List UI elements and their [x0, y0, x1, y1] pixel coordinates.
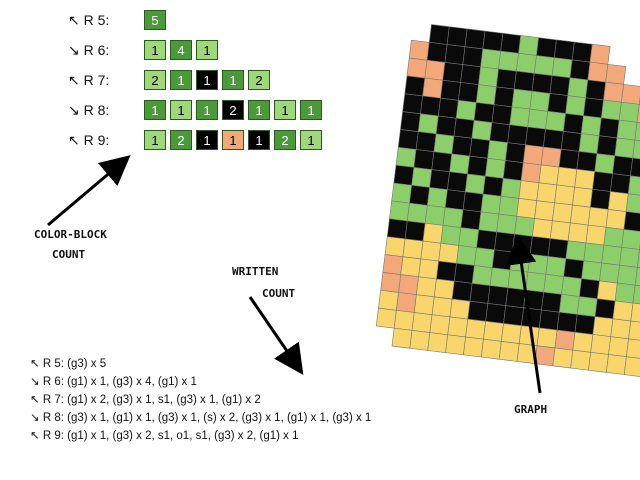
graph-cell: [634, 267, 640, 288]
block-row-label: ↘ R 8:: [68, 102, 110, 118]
block-row-label: ↖ R 5:: [68, 12, 110, 28]
block-cell: 1: [196, 70, 218, 90]
block-cell: 1: [170, 70, 192, 90]
block-cell: 5: [144, 10, 166, 30]
block-cell: 2: [222, 100, 244, 120]
written-line: ↖ R 9: (g1) x 1, (g3) x 2, s1, o1, s1, (…: [30, 430, 299, 442]
written-line: ↖ R 7: (g1) x 2, (g3) x 1, s1, (g3) x 1,…: [30, 394, 261, 406]
written-line: ↘ R 6: (g1) x 1, (g3) x 4, (g1) x 1: [30, 376, 197, 388]
block-cell: 1: [196, 130, 218, 150]
block-row-label: ↘ R 6:: [68, 42, 110, 58]
graph-cell: [637, 249, 640, 270]
block-row-label: ↖ R 7:: [68, 72, 110, 88]
graph-grid: [375, 24, 640, 378]
arrow-to-graph: [506, 234, 542, 394]
block-cell: 1: [274, 100, 296, 120]
arrow-to-written-count: [248, 296, 304, 375]
graph-cell: [636, 104, 640, 125]
block-cell: 4: [170, 40, 192, 60]
arrow-to-color-block: [47, 155, 131, 227]
block-cell: 1: [196, 40, 218, 60]
graph-cell: [623, 356, 640, 378]
block-cell: 1: [222, 70, 244, 90]
block-cell: 1: [248, 100, 270, 120]
block-cell: 2: [248, 70, 270, 90]
block-cell: 2: [170, 130, 192, 150]
graph-cell: [632, 284, 640, 306]
block-cell: 1: [300, 100, 322, 120]
block-cell: 1: [170, 100, 192, 120]
block-cell: 1: [144, 130, 166, 150]
written-line: ↘ R 8: (g3) x 1, (g1) x 1, (g3) x 1, (s)…: [30, 412, 372, 424]
block-cell: 1: [144, 40, 166, 60]
block-cell: 1: [144, 100, 166, 120]
block-cell: 1: [196, 100, 218, 120]
written-line: ↖ R 5: (g3) x 5: [30, 358, 107, 370]
block-cell: 1: [300, 130, 322, 150]
block-cell: 1: [248, 130, 270, 150]
block-cell: 1: [222, 130, 244, 150]
graph-cell: [632, 139, 640, 161]
block-cell: 2: [274, 130, 296, 150]
block-row-label: ↖ R 9:: [68, 132, 110, 148]
graph-label: GRAPH: [514, 403, 548, 416]
block-cell: 2: [144, 70, 166, 90]
